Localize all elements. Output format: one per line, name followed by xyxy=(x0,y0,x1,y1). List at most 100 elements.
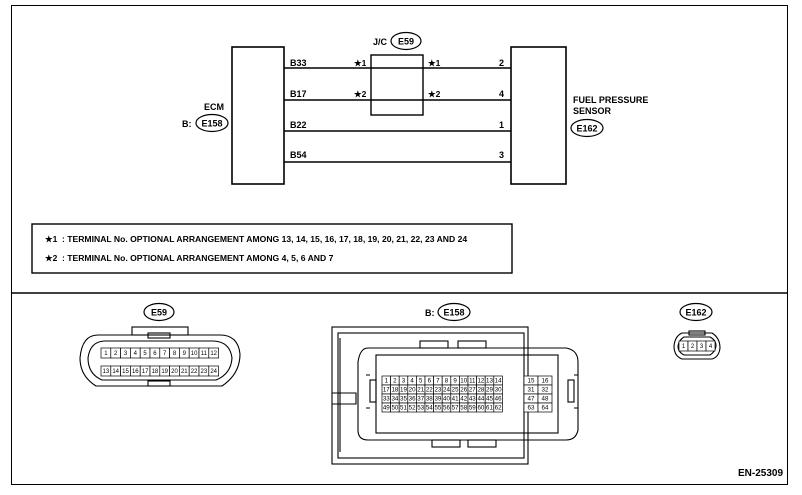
e158-pin-number: 41 xyxy=(452,396,459,403)
ecm-box xyxy=(231,46,285,185)
e59-pin-number: 5 xyxy=(143,351,147,357)
e59-pin-number: 3 xyxy=(124,351,128,357)
e158-pin-number: 52 xyxy=(409,405,416,412)
e158-pin-number: 4 xyxy=(410,378,414,385)
e59-pin-number: 16 xyxy=(132,369,139,375)
sensor-label-line2: SENSOR xyxy=(573,106,612,116)
e59-pin-number: 14 xyxy=(112,369,119,375)
e59-pin-number: 24 xyxy=(210,369,217,375)
e158-pin-number: 25 xyxy=(452,387,459,394)
e158-pin-number: 13 xyxy=(486,378,493,385)
e158-pin-number: 47 xyxy=(528,396,535,403)
e158-pin-number: 51 xyxy=(400,405,407,412)
e59-pin-number: 13 xyxy=(103,369,110,375)
e158-pin-number: 44 xyxy=(477,396,484,403)
e158-pin-number: 40 xyxy=(443,396,450,403)
e158-pin-number: 57 xyxy=(452,405,459,412)
sensor-label-line1: FUEL PRESSURE xyxy=(573,95,648,105)
e158-pin-number: 28 xyxy=(477,387,484,394)
note-mark: ★1 xyxy=(45,234,58,244)
e59-pin-number: 19 xyxy=(161,369,168,375)
jc-connector-label: E59 xyxy=(398,37,414,47)
figure-id: EN-25309 xyxy=(738,468,783,479)
e158-pin-number: 48 xyxy=(542,396,549,403)
e158-pin-number: 62 xyxy=(495,405,502,412)
e59-pin-number: 15 xyxy=(122,369,129,375)
e158-pin-number: 54 xyxy=(426,405,433,412)
e158-pin-number: 6 xyxy=(428,378,432,385)
note-mark: ★2 xyxy=(45,253,58,263)
notes-box xyxy=(31,223,513,274)
e158-pin-number: 55 xyxy=(434,405,441,412)
e158-pin-number: 19 xyxy=(400,387,407,394)
wire-sensor-pin: 2 xyxy=(499,58,504,68)
e158-pin-number: 8 xyxy=(445,378,449,385)
e59-pin-number: 4 xyxy=(134,351,138,357)
e158-pin-number: 3 xyxy=(402,378,406,385)
e59-pin-number: 20 xyxy=(171,369,178,375)
jc-label: J/C xyxy=(373,37,388,47)
e162-pin-number: 4 xyxy=(709,344,713,350)
e158-pin-number: 61 xyxy=(486,405,493,412)
e59-pin-number: 2 xyxy=(114,351,118,357)
e59-pin-number: 17 xyxy=(142,369,149,375)
e158-pin-number: 39 xyxy=(434,396,441,403)
e158-pin-number: 64 xyxy=(542,405,549,412)
e158-pin-number: 49 xyxy=(383,405,390,412)
e162-pin-number: 2 xyxy=(691,344,695,350)
e158-pin-number: 7 xyxy=(436,378,440,385)
e158-pin-cell xyxy=(493,402,503,413)
ecm-label: ECM xyxy=(204,102,224,112)
e59-pin-number: 1 xyxy=(104,351,108,357)
e158-pin-number: 18 xyxy=(391,387,398,394)
e158-pin-number: 43 xyxy=(469,396,476,403)
e162-pin-cell xyxy=(705,340,716,352)
jc-right-mark: ★1 xyxy=(428,58,441,68)
e158-label-oval xyxy=(437,302,471,322)
e158-pin-number: 29 xyxy=(486,387,493,394)
sensor-connector-label: E162 xyxy=(576,124,597,134)
e158-pin-number: 33 xyxy=(383,396,390,403)
e59-pin-number: 21 xyxy=(181,369,188,375)
e59-pin-cell xyxy=(208,347,219,359)
e162-pin-number: 1 xyxy=(682,344,686,350)
sensor-box xyxy=(510,46,567,185)
wire-ecm-pin: B33 xyxy=(290,58,307,68)
wire-ecm-pin: B17 xyxy=(290,89,307,99)
e162-label: E162 xyxy=(685,308,706,318)
e59-pin-number: 8 xyxy=(173,351,177,357)
e158-pin-number: 53 xyxy=(417,405,424,412)
e158-pin-number: 63 xyxy=(528,405,535,412)
e158-pin-number: 38 xyxy=(426,396,433,403)
e59-label: E59 xyxy=(151,308,167,318)
e59-pin-number: 23 xyxy=(201,369,208,375)
wire-sensor-pin: 3 xyxy=(499,150,504,160)
e59-connector xyxy=(79,326,241,387)
e158-pin-number: 1 xyxy=(385,378,389,385)
wire-sensor-pin: 4 xyxy=(499,89,504,99)
e158-pin-number: 58 xyxy=(460,405,467,412)
e158-pin-number: 34 xyxy=(391,396,398,403)
e158-pin-number: 30 xyxy=(495,387,502,394)
e158-pin-number: 46 xyxy=(495,396,502,403)
e59-pin-number: 18 xyxy=(152,369,159,375)
wire-ecm-pin: B22 xyxy=(290,120,307,130)
e158-pin-number: 2 xyxy=(393,378,397,385)
jc-box xyxy=(370,54,424,116)
e158-pin-cell xyxy=(537,402,553,413)
e158-pin-number: 31 xyxy=(528,387,535,394)
jc-left-mark: ★1 xyxy=(354,58,367,68)
e59-pin-number: 10 xyxy=(191,351,198,357)
e158-label: E158 xyxy=(443,308,464,318)
outer-frame xyxy=(11,5,788,485)
jc-right-mark: ★2 xyxy=(428,89,441,99)
e158-prefix: B: xyxy=(425,308,435,318)
e158-pin-number: 26 xyxy=(460,387,467,394)
wire-sensor-pin: 1 xyxy=(499,120,504,130)
e158-pin-number: 9 xyxy=(453,378,457,385)
e158-pin-number: 56 xyxy=(443,405,450,412)
e158-pin-number: 15 xyxy=(528,378,535,385)
e158-pin-number: 16 xyxy=(542,378,549,385)
e158-pin-number: 60 xyxy=(477,405,484,412)
wire-ecm-pin: B54 xyxy=(290,150,307,160)
